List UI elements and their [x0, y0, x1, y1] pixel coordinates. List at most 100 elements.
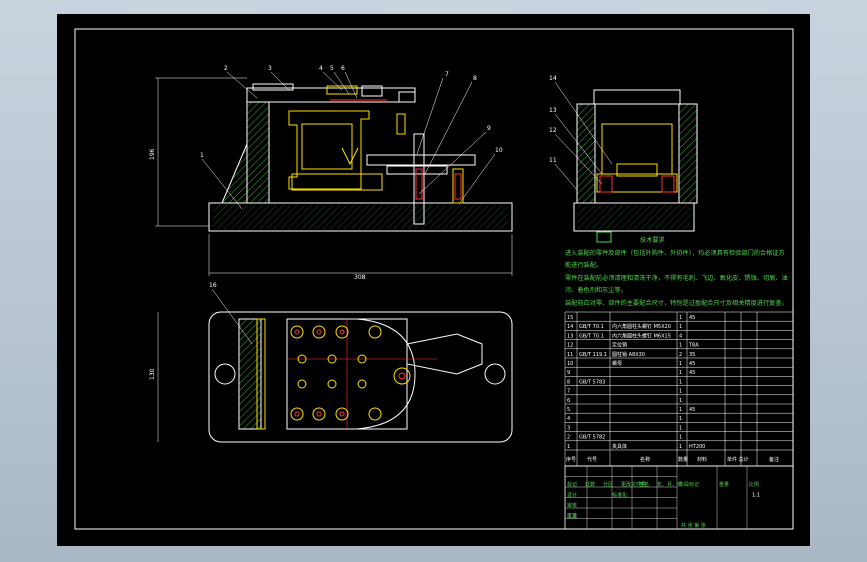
bom-material: 45: [689, 407, 695, 413]
tb-weight: 重量: [719, 481, 729, 488]
tb-label: 分区: [603, 481, 613, 488]
assembly-drawing: 196 308 2 3 4 5 6 7 8 9 10 1: [74, 28, 794, 530]
tb-label: 年、月、日: [657, 481, 682, 488]
bom-code: GB/T 119.1: [579, 352, 607, 358]
bom-header-qty: 数量: [678, 456, 688, 463]
dim-depth: 130: [149, 368, 156, 380]
bom-name: 夹具体: [612, 443, 627, 450]
bom-no: 1: [567, 444, 570, 450]
bom-qty: 1: [679, 435, 682, 441]
bom-qty: 1: [679, 398, 682, 404]
bom-no: 7: [567, 389, 570, 395]
note-line-1b: 能进行装配。: [565, 261, 602, 269]
balloon-6: 6: [341, 65, 345, 72]
balloon-13: 13: [549, 107, 557, 114]
note-line-3: 装配前应对零、部件的主要配合尺寸，特别是过盈配合尺寸及相关精度进行复查。: [565, 299, 788, 307]
top-view-red-marks: [294, 329, 406, 417]
bom-material: 45: [689, 361, 695, 367]
bom-qty: 1: [679, 315, 682, 321]
bom-no: 10: [567, 361, 573, 367]
top-view: [208, 311, 513, 443]
balloon-11: 11: [549, 157, 557, 164]
bom-header-mat: 材料: [697, 456, 707, 463]
bom-qty: 4: [679, 333, 682, 339]
balloon-16: 16: [209, 282, 217, 289]
tb-process: 工艺: [567, 514, 577, 520]
balloon-8: 8: [473, 75, 477, 82]
tb-label: 标记: [567, 481, 577, 488]
balloon-5: 5: [330, 65, 334, 72]
bom-header-code: 代号: [587, 456, 597, 463]
balloon-12: 12: [549, 127, 557, 134]
bom-code: GB/T 5783: [579, 379, 605, 385]
bom-qty: 1: [679, 370, 682, 376]
balloon-3: 3: [268, 65, 272, 72]
bom-header-no: 序号: [566, 456, 576, 463]
bom-qty: 1: [679, 324, 682, 330]
note-line-2: 零件在装配前必须清理和清洗干净，不得有毛刺、飞边、氧化皮、锈蚀、切屑、油: [565, 274, 788, 282]
tb-label: 更改文件号: [621, 481, 646, 488]
bom-qty: 2: [679, 352, 682, 358]
title-block: 标记处数分区更改文件号签名年、月、日设计标准化审核工艺批准阶段标记重量比例1:1…: [564, 465, 794, 530]
bom-row: 15 1 45: [567, 315, 695, 321]
bom-qty: 1: [679, 389, 682, 395]
bom-qty: 1: [679, 361, 682, 367]
notes-title: 技术要求: [640, 236, 665, 244]
bom-material: 45: [689, 315, 695, 321]
balloon-14: 14: [549, 75, 557, 82]
bom-code: GB/T 70.1: [579, 333, 604, 339]
bom-code: GB/T 70.1: [579, 324, 604, 330]
bom-no: 4: [567, 416, 570, 422]
bom-no: 15: [567, 315, 573, 321]
tb-stage: 阶段标记: [679, 481, 699, 488]
bom-no: 3: [567, 425, 570, 431]
balloon-4: 4: [319, 65, 323, 72]
bom-no: 6: [567, 398, 570, 404]
bom-no: 14: [567, 324, 573, 330]
tb-label: 处数: [585, 481, 595, 488]
tb-scale-value: 1:1: [752, 493, 760, 499]
bom-material: 45: [689, 370, 695, 376]
tb-review: 审核: [567, 502, 577, 509]
tb-std: 标准化: [612, 492, 627, 499]
balloon-7: 7: [445, 71, 449, 78]
side-view: [573, 89, 698, 243]
tb-sheet: 共 张 第 张: [681, 522, 706, 529]
bom-no: 5: [567, 407, 570, 413]
bom-header-name: 名称: [640, 456, 650, 463]
inner-border: [74, 28, 794, 530]
bom-material: T8A: [688, 343, 699, 349]
bom-qty: 1: [679, 444, 682, 450]
dim-height: 196: [149, 148, 156, 160]
note-line-1: 进入装配的零件及部件（包括外购件、外协件），均必须具有检验部门的合格证方: [565, 249, 785, 257]
bom-qty: 1: [679, 407, 682, 413]
tb-scale: 比例: [749, 481, 759, 488]
bom-qty: 1: [679, 416, 682, 422]
bom-header-weight: 单件 总计: [727, 456, 749, 463]
technical-notes: 技术要求 进入装配的零件及部件（包括外购件、外协件），均必须具有检验部门的合格证…: [565, 236, 788, 307]
tb-label: 签名: [639, 481, 649, 488]
tb-approve: 批准: [567, 513, 577, 520]
side-balloons: [554, 81, 613, 191]
balloon-9: 9: [487, 125, 491, 132]
bom-code: GB/T 5782: [579, 435, 605, 441]
bom-row: 5 1 45: [567, 407, 695, 413]
bom-qty: 1: [679, 343, 682, 349]
front-balloons: [201, 71, 496, 210]
bom-no: 8: [567, 379, 570, 385]
bom-name: 圆柱销 A8X30: [612, 351, 645, 358]
